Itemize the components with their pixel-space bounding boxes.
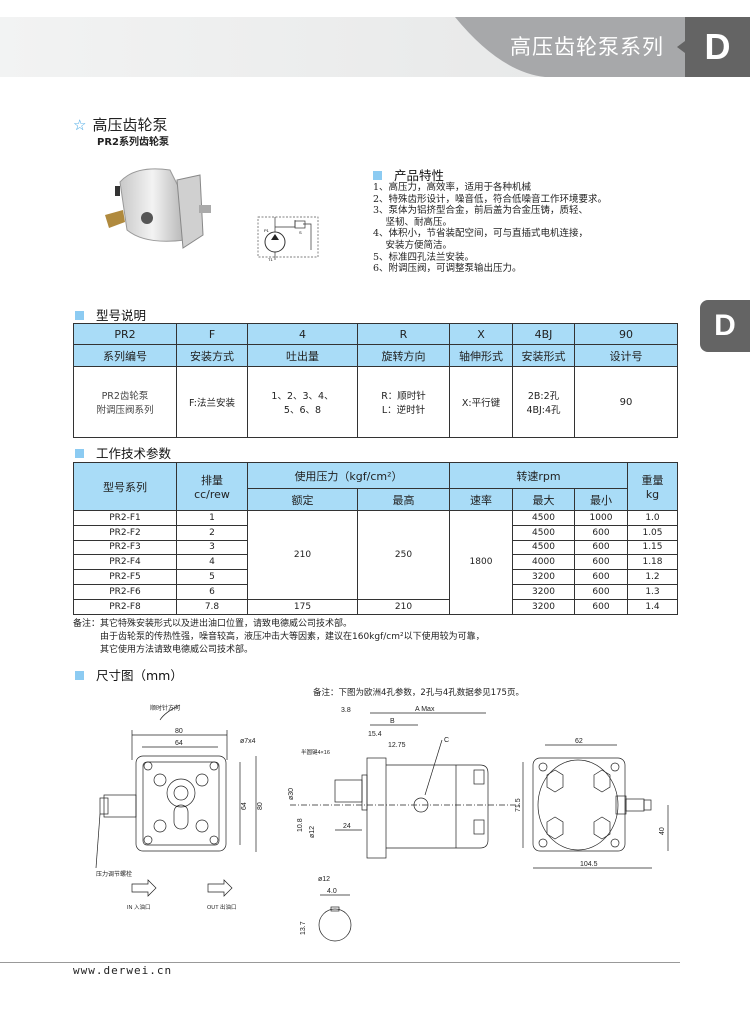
svg-text:压力调节螺栓: 压力调节螺栓: [96, 870, 132, 878]
svg-text:15.4: 15.4: [368, 731, 382, 738]
feature-item: 6、附调压阀，可调整泵输出压力。: [373, 263, 522, 275]
square-bullet-icon: [373, 171, 382, 180]
svg-text:13.7: 13.7: [300, 921, 307, 935]
header-title: 高压齿轮泵系列: [510, 35, 664, 59]
footer-divider: [0, 962, 680, 963]
svg-text:71.5: 71.5: [515, 798, 522, 812]
svg-text:B: B: [390, 718, 395, 725]
svg-text:3.8: 3.8: [341, 707, 351, 714]
features-heading: 产品特性: [373, 165, 444, 184]
schematic-t-label: T1: [268, 257, 273, 262]
params-heading: 工作技术参数: [75, 443, 171, 462]
svg-text:104.5: 104.5: [580, 861, 598, 868]
hydraulic-schematic: P1 T1 S: [257, 216, 319, 262]
feature-item: 坚韧、耐高压。: [373, 216, 453, 228]
schematic-s-label: S: [299, 230, 302, 235]
side-tab[interactable]: D: [700, 300, 750, 352]
features-list: 1、高压力，高效率，适用于各种机械 2、特殊齿形设计，噪音低，符合低噪音工作环境…: [373, 182, 607, 275]
side-view-drawing: 3.8 A Max B 15.4 12.75 C 半圆键4×16 ø30 10.…: [288, 706, 520, 942]
svg-text:IN 入油口: IN 入油口: [127, 903, 151, 911]
svg-text:40: 40: [659, 827, 666, 835]
square-bullet-icon: [75, 671, 84, 680]
svg-text:10.8: 10.8: [297, 818, 304, 832]
svg-text:12.75: 12.75: [388, 742, 406, 749]
product-title: ☆高压齿轮泵: [73, 116, 168, 134]
svg-text:ø12: ø12: [309, 826, 316, 838]
section-letter: D: [685, 17, 750, 77]
svg-text:半圆键4×16: 半圆键4×16: [301, 748, 330, 756]
header-wave: [455, 17, 685, 77]
product-subtitle: PR2系列齿轮泵: [97, 137, 169, 148]
star-icon: ☆: [73, 116, 87, 134]
rear-view-drawing: 62 71.5 40 104.5: [515, 738, 669, 869]
front-view-drawing: 顺时针方向 80 64 ø7x4 64 80 压力调节螺栓 IN 入油口 OUT…: [95, 704, 264, 911]
feature-item: 1、高压力，高效率，适用于各种机械: [373, 182, 532, 193]
svg-text:ø12: ø12: [318, 876, 330, 883]
params-notes: 备注：其它特殊安装形式以及进出油口位置，请致电德威公司技术部。 由于齿轮泵的传热…: [73, 619, 485, 655]
dims-note: 备注：下图为欧洲4孔参数，2孔与4孔数据参见175页。: [313, 688, 524, 698]
svg-text:ø30: ø30: [288, 788, 295, 800]
footer-url[interactable]: www.derwei.cn: [73, 964, 173, 977]
svg-text:ø7x4: ø7x4: [240, 738, 256, 745]
svg-text:64: 64: [175, 740, 183, 747]
feature-item: 4、体积小，节省装配空间，可与直插式电机连接，: [373, 228, 589, 240]
dims-heading: 尺寸图（mm）: [75, 665, 183, 684]
feature-item: 安装方便简洁。: [373, 239, 453, 251]
pump-photo: [105, 168, 211, 249]
square-bullet-icon: [75, 449, 84, 458]
svg-text:62: 62: [575, 738, 583, 745]
feature-item: 2、特殊齿形设计，噪音低，符合低噪音工作环境要求。: [373, 193, 608, 205]
schematic-p-label: P1: [264, 228, 270, 233]
svg-text:A Max: A Max: [415, 706, 435, 713]
svg-text:64: 64: [241, 802, 248, 810]
svg-text:24: 24: [343, 823, 351, 830]
svg-text:C: C: [444, 737, 449, 744]
svg-text:4.0: 4.0: [327, 888, 337, 895]
model-heading: 型号说明: [75, 305, 146, 324]
feature-item: 5、标准四孔法兰安装。: [373, 251, 475, 263]
feature-item: 3、泵体为铝挤型合金，前后盖为合金压铸，质轻、: [373, 205, 589, 217]
svg-text:OUT 出油口: OUT 出油口: [207, 903, 237, 911]
svg-text:顺时针方向: 顺时针方向: [150, 704, 180, 712]
svg-text:80: 80: [257, 802, 264, 810]
svg-text:80: 80: [175, 728, 183, 735]
square-bullet-icon: [75, 311, 84, 320]
